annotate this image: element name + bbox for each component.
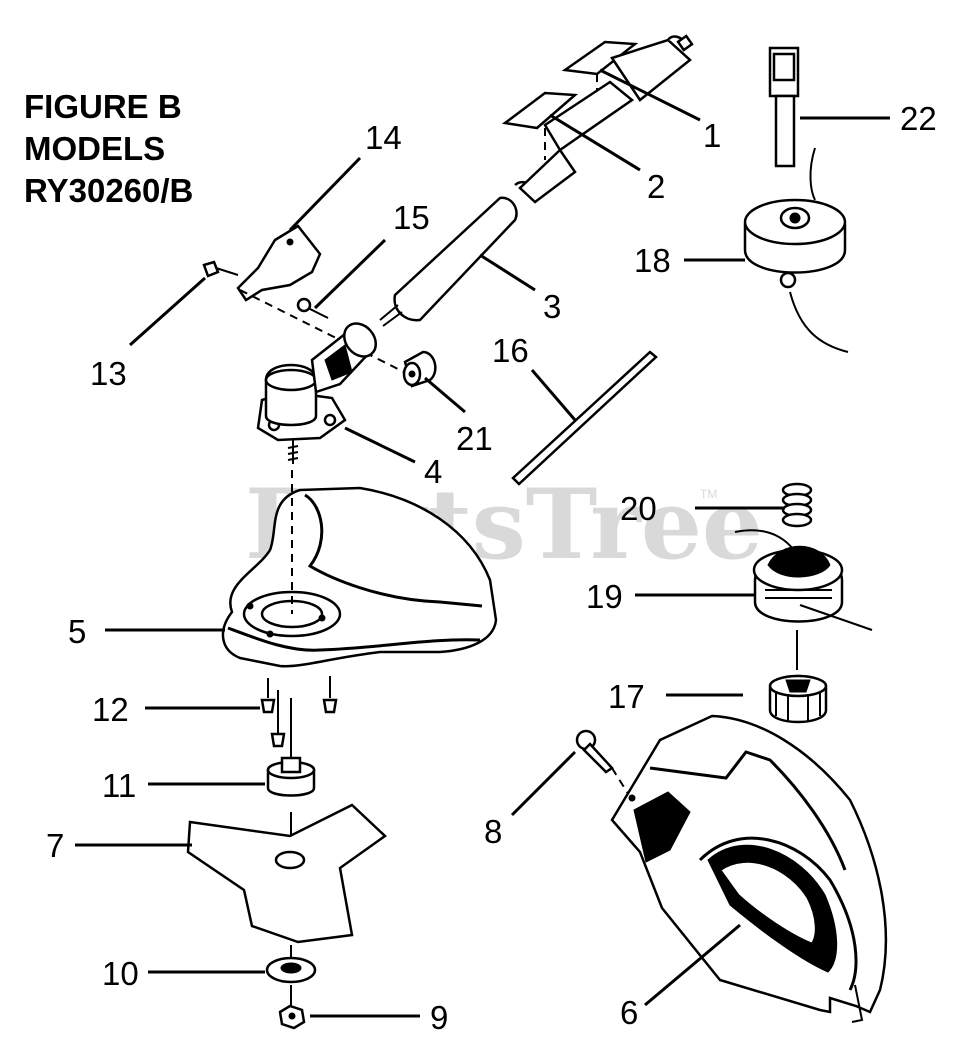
callout-2: 2 <box>647 168 665 205</box>
callout-labels: 1 2 3 4 5 6 7 8 9 10 11 12 13 14 15 16 1… <box>46 100 937 1036</box>
callout-17: 17 <box>608 678 645 715</box>
part-20-spring <box>781 482 813 528</box>
callout-16: 16 <box>492 332 529 369</box>
part-10-cup-washer <box>265 945 317 984</box>
title-block: FIGURE B MODELS RY30260/B <box>24 88 193 209</box>
callout-5: 5 <box>68 613 86 650</box>
part-18-trimmer-head <box>743 147 849 353</box>
callout-20: 20 <box>620 490 657 527</box>
callout-12: 12 <box>92 691 129 728</box>
part-14-bracket <box>236 224 421 381</box>
callout-19: 19 <box>586 578 623 615</box>
part-16-rod <box>511 350 658 486</box>
watermark-trademark: TM <box>700 487 717 501</box>
callout-4: 4 <box>424 453 442 490</box>
callout-18: 18 <box>634 242 671 279</box>
callout-22: 22 <box>900 100 937 137</box>
part-9-nut <box>278 985 306 1030</box>
part-3-drive-shaft <box>379 34 694 327</box>
part-21-spacer <box>402 350 437 388</box>
callout-1: 1 <box>703 117 721 154</box>
part-5-guard <box>221 470 498 668</box>
part-6-trimmer-guard <box>610 714 888 1023</box>
callout-10: 10 <box>102 955 139 992</box>
part-7-blade <box>186 803 387 944</box>
title-line-1: FIGURE B <box>24 88 182 125</box>
part-19-spool <box>734 529 873 631</box>
callout-7: 7 <box>46 827 64 864</box>
part-22-tool <box>768 46 800 168</box>
callout-3: 3 <box>543 288 561 325</box>
callout-9: 9 <box>430 999 448 1036</box>
callout-11: 11 <box>102 767 136 804</box>
part-11-adapter <box>266 698 316 797</box>
callout-6: 6 <box>620 994 638 1031</box>
callout-14: 14 <box>365 119 402 156</box>
part-13-screw <box>202 260 239 278</box>
leader-lines <box>75 68 890 1018</box>
part-1-label-strip <box>501 40 639 160</box>
callout-21: 21 <box>456 420 493 457</box>
callout-15: 15 <box>393 199 430 236</box>
callout-13: 13 <box>90 355 127 392</box>
part-17-knob <box>768 630 828 724</box>
callout-8: 8 <box>484 813 502 850</box>
title-line-3: RY30260/B <box>24 172 193 209</box>
part-15-screw <box>296 297 329 319</box>
part-4-gear-head <box>256 322 378 464</box>
part-12-screws <box>260 676 338 748</box>
title-line-2: MODELS <box>24 130 165 167</box>
part-8-bolt <box>575 729 633 801</box>
